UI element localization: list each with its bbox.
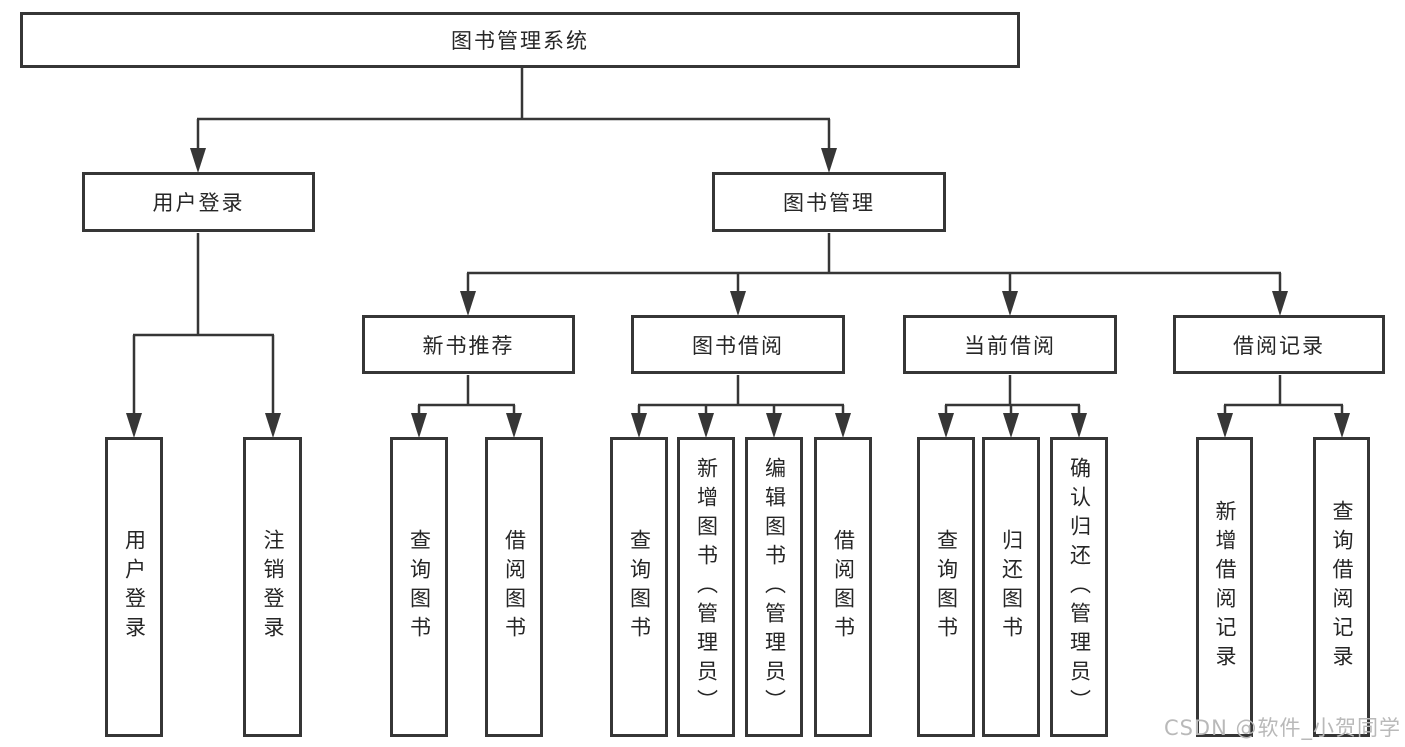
leaf-cb-confirm-return-admin: 确认归还（管理员） — [1050, 437, 1108, 737]
arrowheads-login-leaves — [126, 413, 281, 438]
csdn-watermark: CSDN @软件_小贺同学 — [1163, 716, 1401, 740]
leaf-label: 查询借阅记录 — [1330, 500, 1354, 674]
node-label: 图书借阅 — [692, 333, 784, 358]
leaf-label: 查询图书 — [627, 529, 652, 645]
leaf-label: 注销登录 — [261, 529, 285, 645]
leaf-br-query-record: 查询借阅记录 — [1313, 437, 1370, 737]
leaf-label: 编辑图书（管理员） — [762, 456, 787, 718]
node-label: 借阅记录 — [1233, 333, 1325, 358]
node-user-login: 用户登录 — [82, 172, 315, 232]
arrowheads-groups — [460, 291, 1288, 316]
node-label: 新书推荐 — [422, 333, 515, 358]
leaf-logout: 注销登录 — [243, 437, 302, 737]
leaf-bb-query-book: 查询图书 — [610, 437, 668, 737]
node-system-root: 图书管理系统 — [20, 12, 1020, 68]
leaf-label: 查询图书 — [934, 529, 959, 645]
leaf-label: 归还图书 — [999, 529, 1024, 645]
leaf-cb-query-book: 查询图书 — [917, 437, 975, 737]
node-new-book-recommend: 新书推荐 — [362, 315, 575, 374]
leaf-label: 新增图书（管理员） — [694, 456, 719, 718]
leaf-label: 确认归还（管理员） — [1067, 456, 1092, 718]
leaf-bb-borrow-book: 借阅图书 — [814, 437, 872, 737]
leaf-label: 借阅图书 — [502, 529, 527, 645]
leaf-user-login: 用户登录 — [105, 437, 163, 737]
leaf-bb-add-book-admin: 新增图书（管理员） — [677, 437, 735, 737]
node-borrow-record: 借阅记录 — [1173, 315, 1385, 374]
node-label: 用户登录 — [152, 191, 245, 215]
leaf-cb-return-book: 归还图书 — [982, 437, 1040, 737]
leaf-label: 借阅图书 — [831, 529, 856, 645]
leaf-bb-edit-book-admin: 编辑图书（管理员） — [745, 437, 803, 737]
node-label: 图书管理系统 — [451, 29, 589, 53]
leaf-nb-query-book: 查询图书 — [390, 437, 448, 737]
node-book-management: 图书管理 — [712, 172, 946, 232]
leaf-label: 新增借阅记录 — [1213, 500, 1237, 674]
arrowheads-leaves — [411, 413, 1350, 438]
arrowheads-level2 — [190, 148, 837, 173]
connector-login-to-leaves — [132, 233, 275, 418]
node-current-borrow: 当前借阅 — [903, 315, 1117, 374]
connector-groups-to-leaves — [417, 375, 1344, 418]
leaf-br-add-record: 新增借阅记录 — [1196, 437, 1253, 737]
node-label: 图书管理 — [783, 191, 875, 215]
connector-mgmt-to-groups — [466, 233, 1282, 296]
node-label: 当前借阅 — [964, 333, 1056, 358]
leaf-label: 用户登录 — [122, 529, 147, 645]
leaf-nb-borrow-book: 借阅图书 — [485, 437, 543, 737]
connector-root-to-level2 — [196, 67, 831, 152]
leaf-label: 查询图书 — [407, 529, 432, 645]
node-book-borrow: 图书借阅 — [631, 315, 845, 374]
